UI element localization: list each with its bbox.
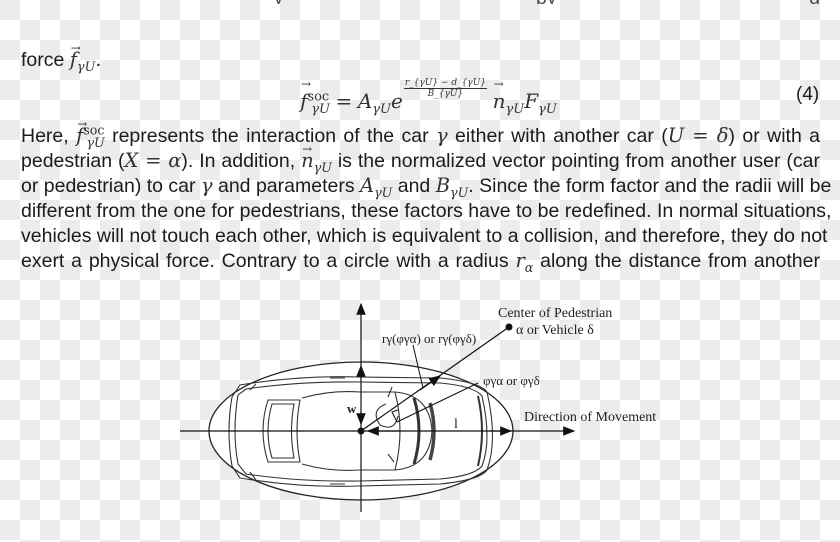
pedestrian-center-dot — [505, 323, 513, 331]
paragraph-line-2: pedestrian (X = α). In addition, nγU is … — [21, 137, 820, 174]
label-angle: φγα or φγδ — [483, 373, 540, 388]
force-vector-math: fγU. — [70, 36, 102, 73]
label-length: l — [454, 417, 458, 432]
force-line: force fγU. — [21, 36, 820, 73]
cropped-text-line: y py g — [0, 0, 840, 4]
eq-tail: nγUFγU — [493, 77, 557, 116]
eq-lhs: fsocγU — [300, 77, 330, 116]
force-word: force — [21, 49, 65, 71]
eq-coef: AγUe — [357, 89, 403, 117]
paragraph-line-1: Here, fsocγU represents the interaction … — [21, 112, 820, 149]
cropped-line-text: y py g — [21, 0, 820, 4]
paragraph-line-3: or pedestrian) to car γ and parameters A… — [21, 174, 832, 200]
eq-exponent: r_{γU} − d_{γU}B_{γU} — [403, 78, 488, 99]
label-center-of-pedestrian: Center of Pedestrian — [498, 306, 612, 321]
label-width: w — [347, 401, 357, 416]
paragraph-line-6: exert a physical force. Contrary to a ci… — [21, 249, 820, 275]
equation-number: (4) — [796, 84, 820, 105]
eq-equals: = — [335, 89, 353, 113]
paragraph-line-5: vehicles will not touch each other, whic… — [21, 225, 828, 247]
label-direction-of-movement: Direction of Movement — [524, 410, 656, 425]
label-alpha-or-vehicle: α or Vehicle δ — [516, 323, 594, 338]
paragraph-line-4: different from the one for pedestrians, … — [21, 200, 832, 222]
label-radius: rγ(φγα) or rγ(φγδ) — [382, 331, 476, 346]
